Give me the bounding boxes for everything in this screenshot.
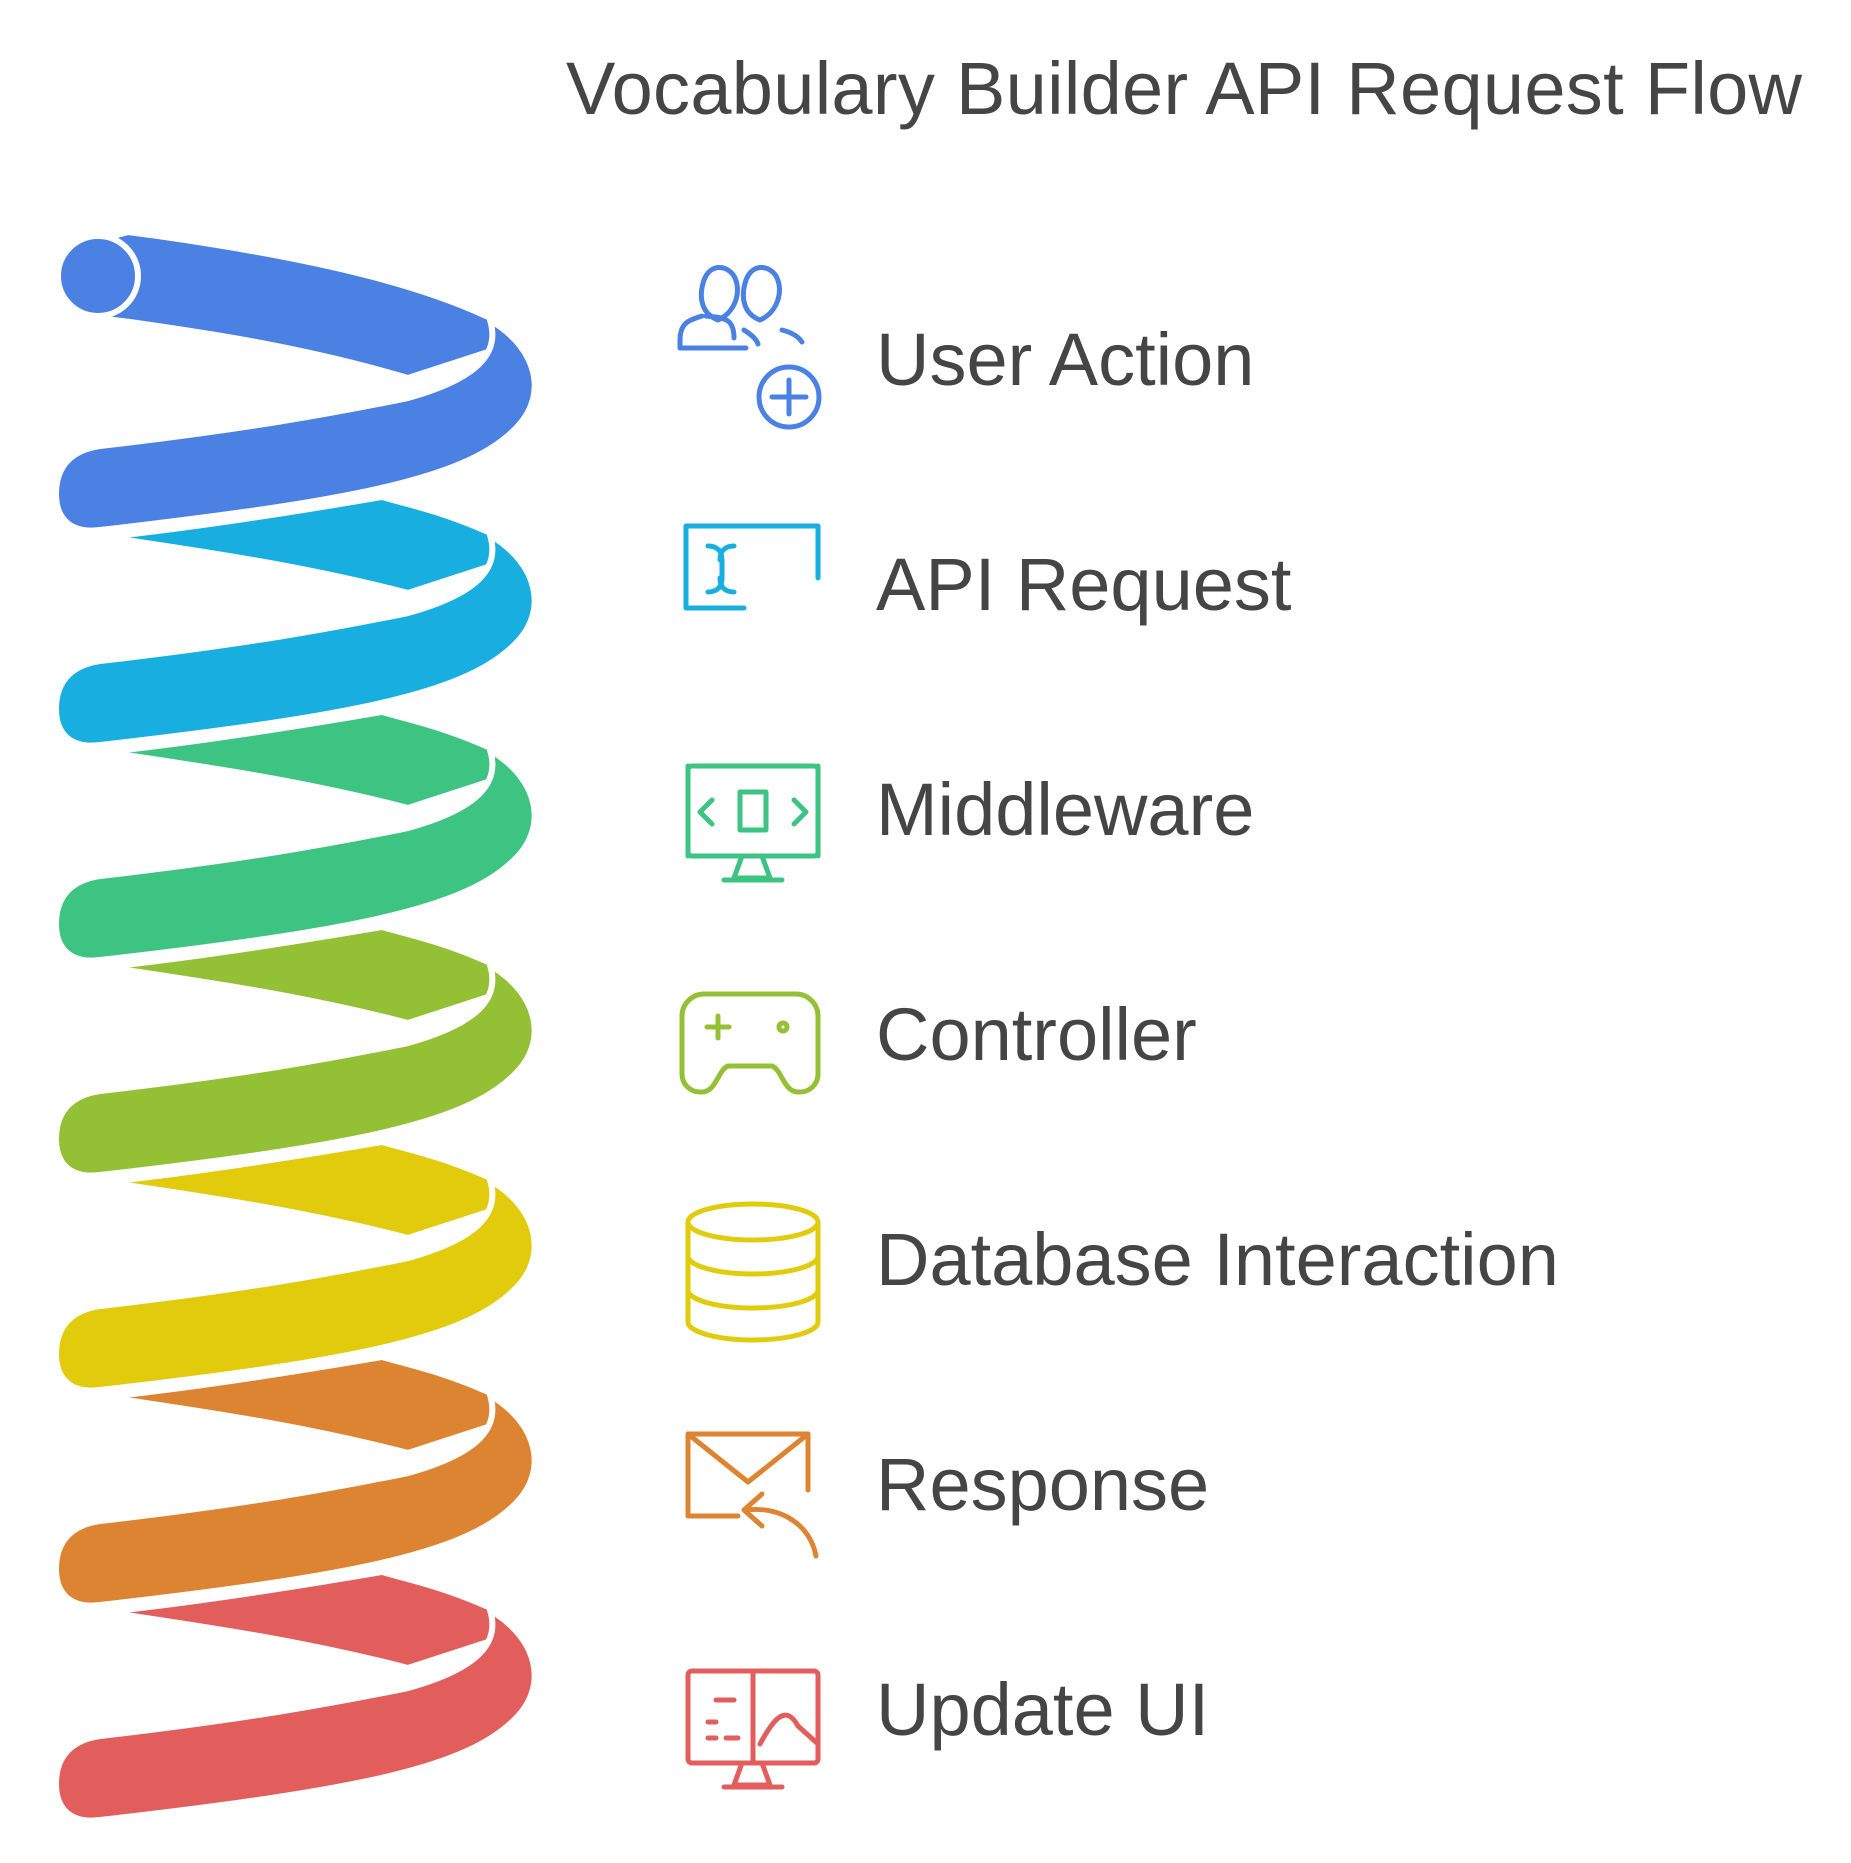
diagram-title: Vocabulary Builder API Request Flow [566, 47, 1803, 130]
spiral-band-front [52, 958, 538, 1179]
monitor-chart-icon [685, 1668, 821, 1790]
spiral-segment-4 [52, 923, 538, 1179]
spiral-segment-7 [52, 1568, 538, 1824]
spiral-band-front [52, 1603, 538, 1824]
step-label-middleware: Middleware [876, 768, 1255, 851]
spiral-segment-1 [52, 228, 538, 534]
gamepad-icon [679, 991, 821, 1095]
spiral-band-front [52, 528, 538, 749]
spiral-segment-2 [52, 493, 538, 749]
spiral-band-front [52, 1388, 538, 1609]
spiral-band-front [52, 1173, 538, 1394]
user-add-icon [677, 265, 822, 430]
spiral-end-cap [55, 233, 141, 319]
spiral-segment-5 [52, 1138, 538, 1394]
step-label-user-action: User Action [876, 318, 1255, 401]
step-label-api-request: API Request [876, 543, 1292, 626]
monitor-code-icon [685, 763, 821, 883]
step-label-controller: Controller [876, 993, 1197, 1076]
spiral-band-front [52, 743, 538, 964]
step-label-update-ui: Update UI [876, 1668, 1210, 1751]
spiral-segment-6 [52, 1353, 538, 1609]
mail-reply-icon [685, 1431, 819, 1559]
spiral-band-front [52, 313, 538, 534]
api-request-icon [683, 523, 821, 611]
spiral-segment-3 [52, 708, 538, 964]
step-label-response: Response [876, 1443, 1210, 1526]
database-icon [685, 1201, 821, 1343]
step-label-database-interaction: Database Interaction [876, 1218, 1559, 1301]
